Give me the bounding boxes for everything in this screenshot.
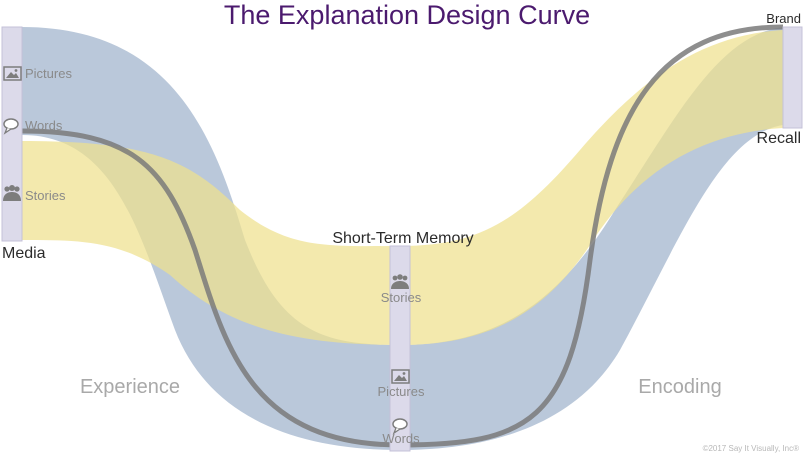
phase-label-encoding: Encoding [638,376,721,398]
words-flow-line [21,24,784,448]
stm-item-stories: Stories [381,274,422,305]
speech-bubble-icon [3,118,19,135]
speech-bubble-icon [392,418,408,435]
copyright-notice: ©2017 Say It Visually, Inc® [703,444,800,453]
media-item-stories: Stories [3,185,66,203]
image-icon [391,369,410,384]
recall-node-bar [782,26,803,129]
media-item-pictures: Pictures [3,66,72,81]
people-icon [3,185,21,201]
media-node-label: Media [2,245,46,262]
media-item-label: Pictures [25,66,72,81]
stm-item-pictures: Pictures [378,369,425,399]
stm-node-label: Short-Term Memory [332,230,473,247]
media-item-words: Words [3,118,63,135]
stm-item-label: Words [382,431,420,446]
people-icon [391,274,409,289]
stm-node-bar [389,245,411,452]
media-item-label: Stories [25,188,66,203]
diagram-title: The Explanation Design Curve [224,0,590,30]
recall-brand-label: Brand [766,11,801,26]
stm-item-label: Stories [381,290,422,305]
pictures-flow-band [22,27,783,450]
media-node-bar [1,26,23,242]
stm-item-label: Pictures [378,384,425,399]
stm-item-words: Words [382,418,420,446]
phase-label-experience: Experience [80,376,180,398]
media-item-label: Words [25,118,63,133]
image-icon [3,66,22,81]
recall-node-label: Recall [757,130,801,147]
stories-flow-band [22,30,783,345]
